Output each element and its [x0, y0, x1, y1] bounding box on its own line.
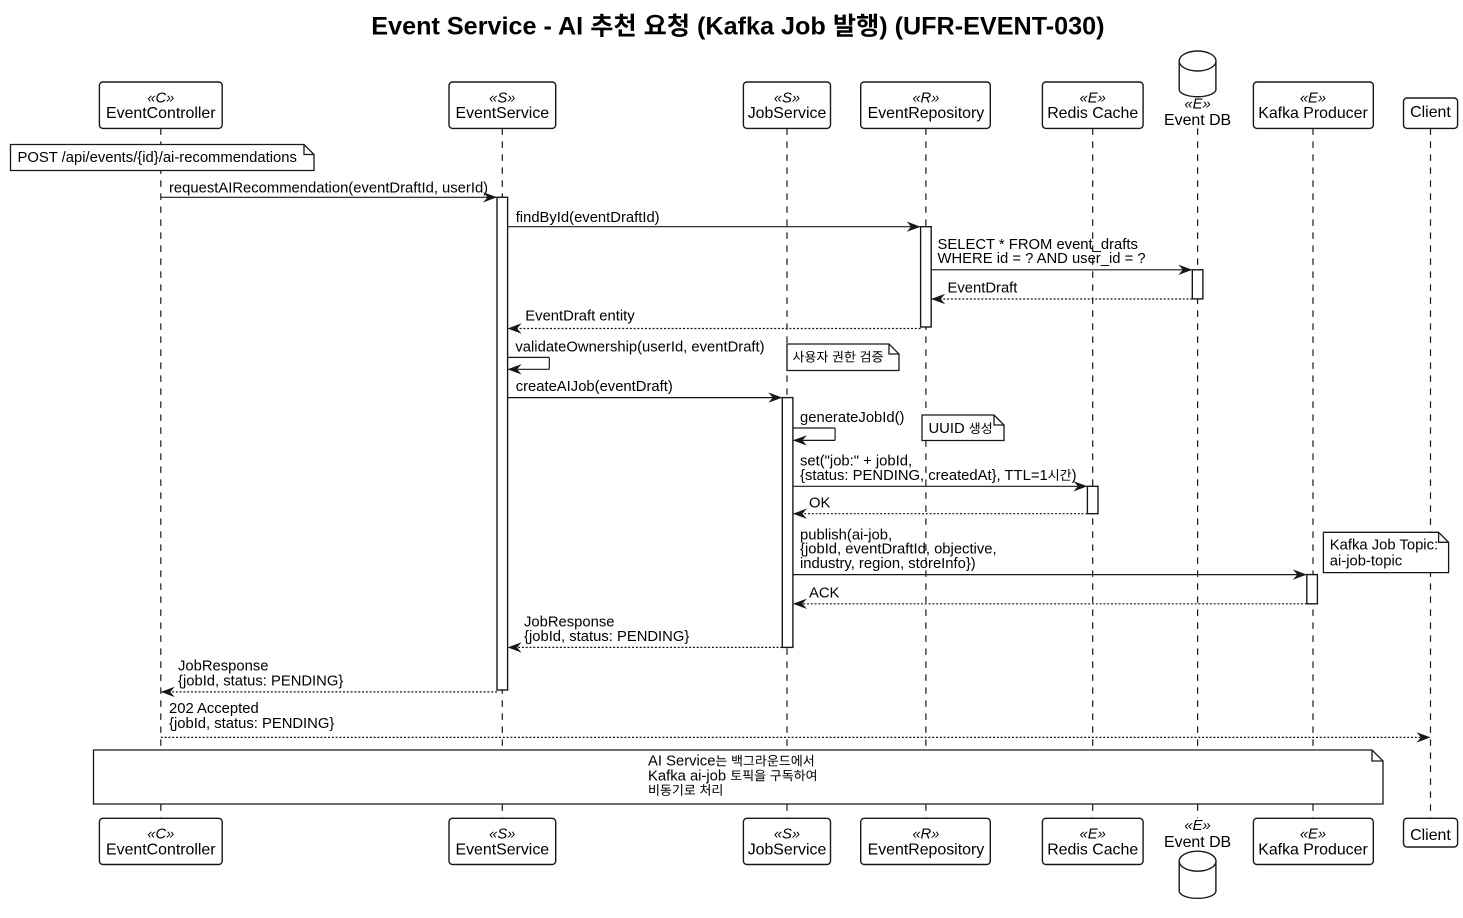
svg-text:«S»: «S» — [774, 91, 800, 107]
svg-text:Kafka Job Topic:: Kafka Job Topic: — [1330, 538, 1438, 554]
svg-text:Redis Cache: Redis Cache — [1047, 841, 1138, 858]
svg-text:) (UFR-EVENT-030): ) (UFR-EVENT-030) — [879, 13, 1104, 41]
svg-text:Kafka Producer: Kafka Producer — [1258, 105, 1368, 122]
svg-text:EventService: EventService — [455, 841, 549, 858]
svg-text:EventController: EventController — [106, 841, 216, 858]
svg-text:JobService: JobService — [748, 841, 827, 858]
svg-text:validateOwnership(userId, even: validateOwnership(userId, eventDraft) — [515, 339, 764, 355]
svg-text:OK: OK — [809, 496, 831, 512]
svg-text:generateJobId(): generateJobId() — [800, 410, 905, 426]
svg-text:SELECT * FROM event_drafts: SELECT * FROM event_drafts — [938, 237, 1138, 253]
svg-text:«E»: «E» — [1080, 827, 1106, 843]
svg-text:industry, region, storeInfo}): industry, region, storeInfo}) — [800, 556, 976, 572]
svg-text:«S»: «S» — [774, 827, 800, 843]
svg-text:ACK: ACK — [809, 586, 840, 602]
svg-text:«R»: «R» — [912, 91, 939, 107]
svg-text:WHERE id = ? AND user_id = ?: WHERE id = ? AND user_id = ? — [938, 251, 1146, 267]
svg-text:EventService: EventService — [455, 105, 549, 122]
svg-text:EventDraft: EventDraft — [948, 280, 1018, 296]
svg-text:Client: Client — [1410, 104, 1451, 121]
svg-text:requestAIRecommendation(eventD: requestAIRecommendation(eventDraftId, us… — [169, 180, 488, 196]
svg-text:{status: PENDING, createdAt},: {status: PENDING, createdAt}, TTL=1 — [800, 468, 1048, 484]
svg-text:Event DB: Event DB — [1164, 834, 1231, 851]
svg-text:findById(eventDraftId): findById(eventDraftId) — [516, 210, 660, 226]
svg-text:«E»: «E» — [1184, 818, 1210, 834]
svg-text:publish(ai-job,: publish(ai-job, — [800, 528, 892, 544]
svg-text:set("job:" + jobId,: set("job:" + jobId, — [800, 453, 912, 469]
svg-text:«C»: «C» — [147, 827, 174, 843]
svg-text:«S»: «S» — [489, 827, 515, 843]
svg-text:«E»: «E» — [1300, 827, 1326, 843]
svg-text:createAIJob(eventDraft): createAIJob(eventDraft) — [516, 379, 673, 395]
svg-text:JobService: JobService — [748, 105, 827, 122]
svg-text:Event DB: Event DB — [1164, 112, 1231, 129]
svg-text:Client: Client — [1410, 827, 1451, 844]
svg-text:«E»: «E» — [1184, 97, 1210, 113]
svg-text:EventRepository: EventRepository — [868, 841, 985, 858]
svg-text:Redis Cache: Redis Cache — [1047, 105, 1138, 122]
svg-text:UUID: UUID — [929, 421, 969, 437]
svg-text:«R»: «R» — [912, 827, 939, 843]
svg-text:«E»: «E» — [1300, 91, 1326, 107]
svg-text:«E»: «E» — [1080, 91, 1106, 107]
svg-text:JobResponse: JobResponse — [178, 659, 269, 675]
svg-text:): ) — [1072, 468, 1077, 484]
svg-text:{jobId, status: PENDING}: {jobId, status: PENDING} — [524, 629, 689, 645]
svg-text:Kafka Producer: Kafka Producer — [1258, 841, 1368, 858]
svg-text:EventController: EventController — [106, 105, 216, 122]
svg-text:JobResponse: JobResponse — [524, 615, 615, 631]
svg-text:«C»: «C» — [147, 91, 174, 107]
svg-text:EventRepository: EventRepository — [868, 105, 985, 122]
svg-text:Kafka ai-job: Kafka ai-job — [648, 768, 730, 784]
svg-text:AI Service: AI Service — [648, 754, 715, 770]
svg-text:EventDraft entity: EventDraft entity — [525, 309, 635, 325]
svg-text:202 Accepted: 202 Accepted — [169, 701, 259, 717]
svg-text:{jobId, eventDraftId, objectiv: {jobId, eventDraftId, objective, — [800, 542, 997, 558]
svg-text:{jobId, status: PENDING}: {jobId, status: PENDING} — [169, 716, 334, 732]
svg-text:POST /api/events/{id}/ai-recom: POST /api/events/{id}/ai-recommendations — [18, 150, 297, 166]
svg-text:Event Service - AI: Event Service - AI — [371, 13, 590, 41]
svg-text:ai-job-topic: ai-job-topic — [1330, 553, 1403, 569]
svg-text:{jobId, status: PENDING}: {jobId, status: PENDING} — [178, 674, 343, 690]
svg-text:«S»: «S» — [489, 91, 515, 107]
svg-text:(Kafka Job: (Kafka Job — [690, 13, 833, 41]
